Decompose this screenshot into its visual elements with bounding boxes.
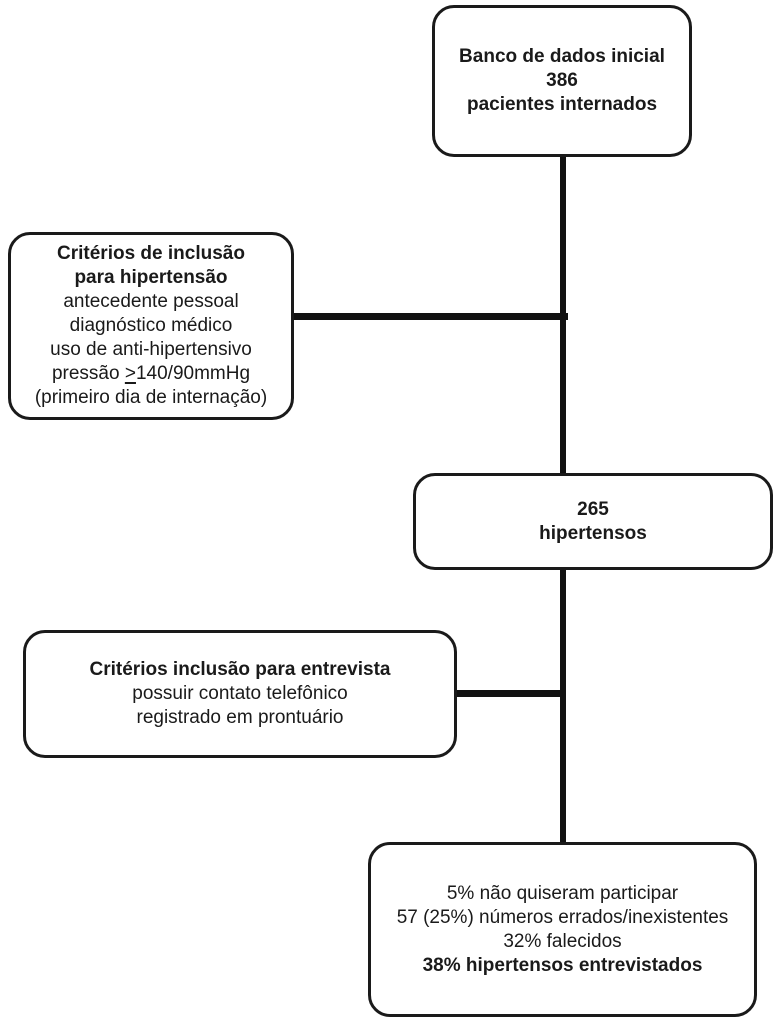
results-box: 5% não quiseram participar 57 (25%) núme… <box>368 842 757 1017</box>
criteria-hyp-item-antihypertensive-use: uso de anti-hipertensivo <box>50 339 252 360</box>
hypertensives-box: 265 hipertensos <box>413 473 773 570</box>
criteria-hyp-item-pressure: pressão >140/90mmHg <box>52 362 250 386</box>
interview-inclusion-criteria-box: Critérios inclusão para entrevista possu… <box>23 630 457 758</box>
connector-hypertensives-to-results <box>560 568 566 844</box>
criteria-interview-item-phone: possuir contato telefônico <box>132 683 348 704</box>
initial-database-subtitle: pacientes internados <box>466 94 658 115</box>
hypertension-inclusion-criteria-box: Critérios de inclusão para hipertensão a… <box>8 232 294 420</box>
connector-criteria-interview <box>455 690 565 697</box>
results-refused: 5% não quiseram participar <box>446 882 679 904</box>
hypertensives-count: 265 <box>577 498 609 520</box>
connector-criteria-hypertension <box>292 313 568 320</box>
criteria-interview-title: Critérios inclusão para entrevista <box>89 659 391 680</box>
pressure-value: 140/90mmHg <box>135 363 251 384</box>
initial-database-title: Banco de dados inicial <box>459 46 665 67</box>
criteria-interview-item-record: registrado em prontuário <box>136 707 344 728</box>
results-wrong-numbers: 57 (25%) números errados/inexistentes <box>396 906 729 928</box>
criteria-hyp-title-line1: Critérios de inclusão <box>57 243 245 264</box>
criteria-hyp-item-personal-history: antecedente pessoal <box>63 291 239 312</box>
results-deceased: 32% falecidos <box>503 930 622 952</box>
greater-equal-symbol: > <box>124 363 136 384</box>
initial-database-box: Banco de dados inicial 386 pacientes int… <box>432 5 692 157</box>
criteria-hyp-item-medical-diagnosis: diagnóstico médico <box>69 315 233 336</box>
initial-database-count: 386 <box>546 70 578 91</box>
pressure-prefix: pressão <box>51 363 120 384</box>
criteria-hyp-footnote: (primeiro dia de internação) <box>34 387 268 408</box>
hypertensives-label: hipertensos <box>539 522 647 544</box>
results-interviewed: 38% hipertensos entrevistados <box>422 954 703 976</box>
criteria-hyp-title-line2: para hipertensão <box>74 267 228 288</box>
